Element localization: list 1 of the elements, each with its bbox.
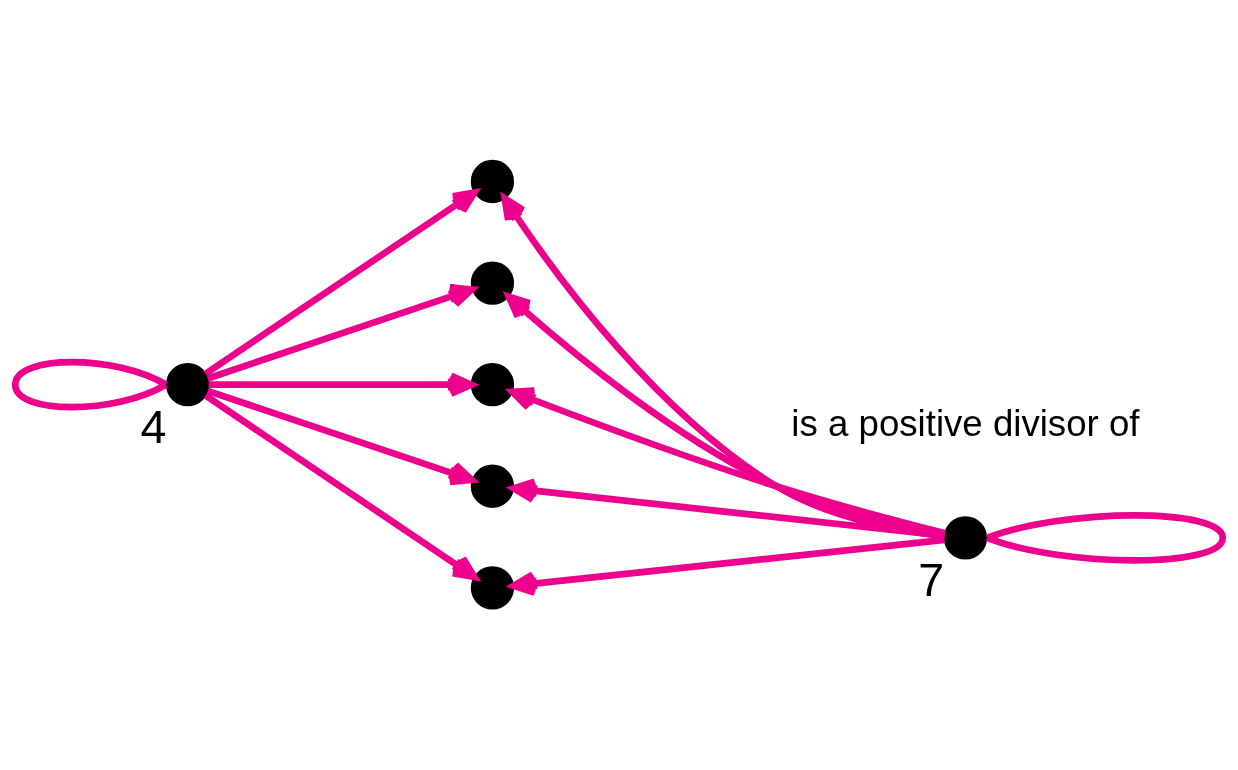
node-label: 4 <box>140 400 167 453</box>
